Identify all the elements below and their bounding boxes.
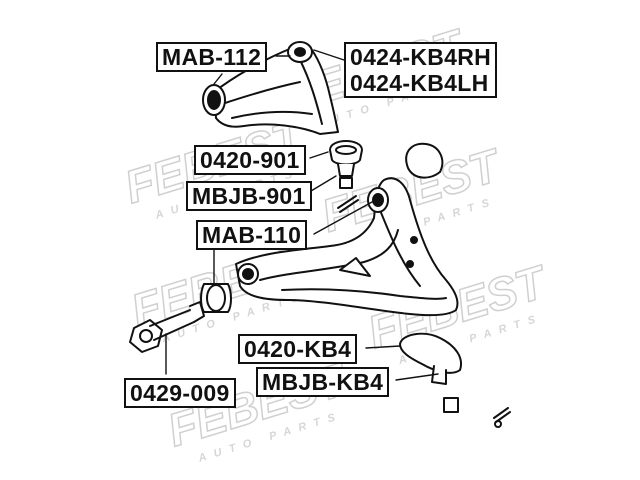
part-label-mbjb-901: MBJB-901 <box>186 181 312 211</box>
part-label-mab-112: MAB-112 <box>156 42 268 72</box>
part-label-0424-kb4lh: 0424-KB4LH <box>350 70 489 96</box>
upper-arm-bushing <box>202 84 226 116</box>
dust-boot <box>405 142 444 179</box>
cotter-pin <box>337 195 359 213</box>
part-label-0420-kb4: 0420-KB4 <box>238 334 358 364</box>
upper-control-arm <box>213 41 339 135</box>
lower-arm-bushing <box>200 283 232 313</box>
lower-control-arm <box>235 177 459 317</box>
part-label-0429-009: 0429-009 <box>124 378 236 408</box>
part-label-0424-kb4rh: 0424-KB4RH <box>350 44 492 70</box>
cam-bolt <box>129 301 205 353</box>
upper-ball-joint <box>329 140 363 189</box>
part-label-upper-arm: 0424-KB4RH 0424-KB4LH <box>344 42 498 98</box>
part-label-0420-901: 0420-901 <box>194 145 306 175</box>
lower-ball-joint <box>399 332 511 428</box>
part-label-mbjb-kb4: MBJB-KB4 <box>256 367 390 397</box>
part-label-mab-110: MAB-110 <box>196 220 308 250</box>
parts-drawing <box>129 41 511 428</box>
